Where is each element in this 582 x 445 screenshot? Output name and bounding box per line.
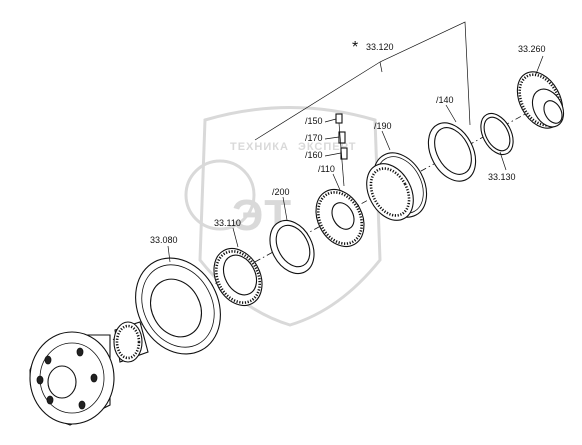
asterisk-mark: * bbox=[352, 39, 358, 56]
detent-pins bbox=[335, 113, 348, 187]
label-33-120: 33.120 bbox=[366, 42, 394, 52]
label-150: /150 bbox=[305, 116, 323, 126]
disc-33-080 bbox=[135, 257, 221, 355]
hub-110 bbox=[315, 189, 365, 247]
assembly-bracket bbox=[254, 21, 471, 141]
label-170: /170 bbox=[305, 133, 323, 143]
label-160: /160 bbox=[305, 150, 323, 160]
sleeve-190 bbox=[366, 152, 428, 221]
labels: * 33.120 33.260 /140 /190 /150 /170 /160… bbox=[150, 39, 546, 245]
label-33-110: 33.110 bbox=[214, 218, 241, 228]
label-33-080: 33.080 bbox=[150, 235, 178, 245]
label-200: /200 bbox=[272, 187, 290, 197]
label-33-130: 33.130 bbox=[488, 172, 516, 182]
ring-140 bbox=[427, 122, 477, 182]
ring-33-110 bbox=[213, 248, 263, 306]
label-33-260: 33.260 bbox=[518, 44, 546, 54]
watermark-line1: ТЕХНИКА bbox=[230, 141, 289, 153]
output-flange bbox=[29, 321, 149, 426]
ring-200 bbox=[269, 220, 315, 274]
leader-lines bbox=[167, 55, 544, 263]
label-140: /140 bbox=[436, 95, 454, 105]
label-190: /190 bbox=[374, 121, 392, 131]
gear-33-260 bbox=[516, 71, 565, 129]
snap-ring-33-130 bbox=[480, 112, 514, 156]
label-110: /110 bbox=[318, 164, 335, 174]
